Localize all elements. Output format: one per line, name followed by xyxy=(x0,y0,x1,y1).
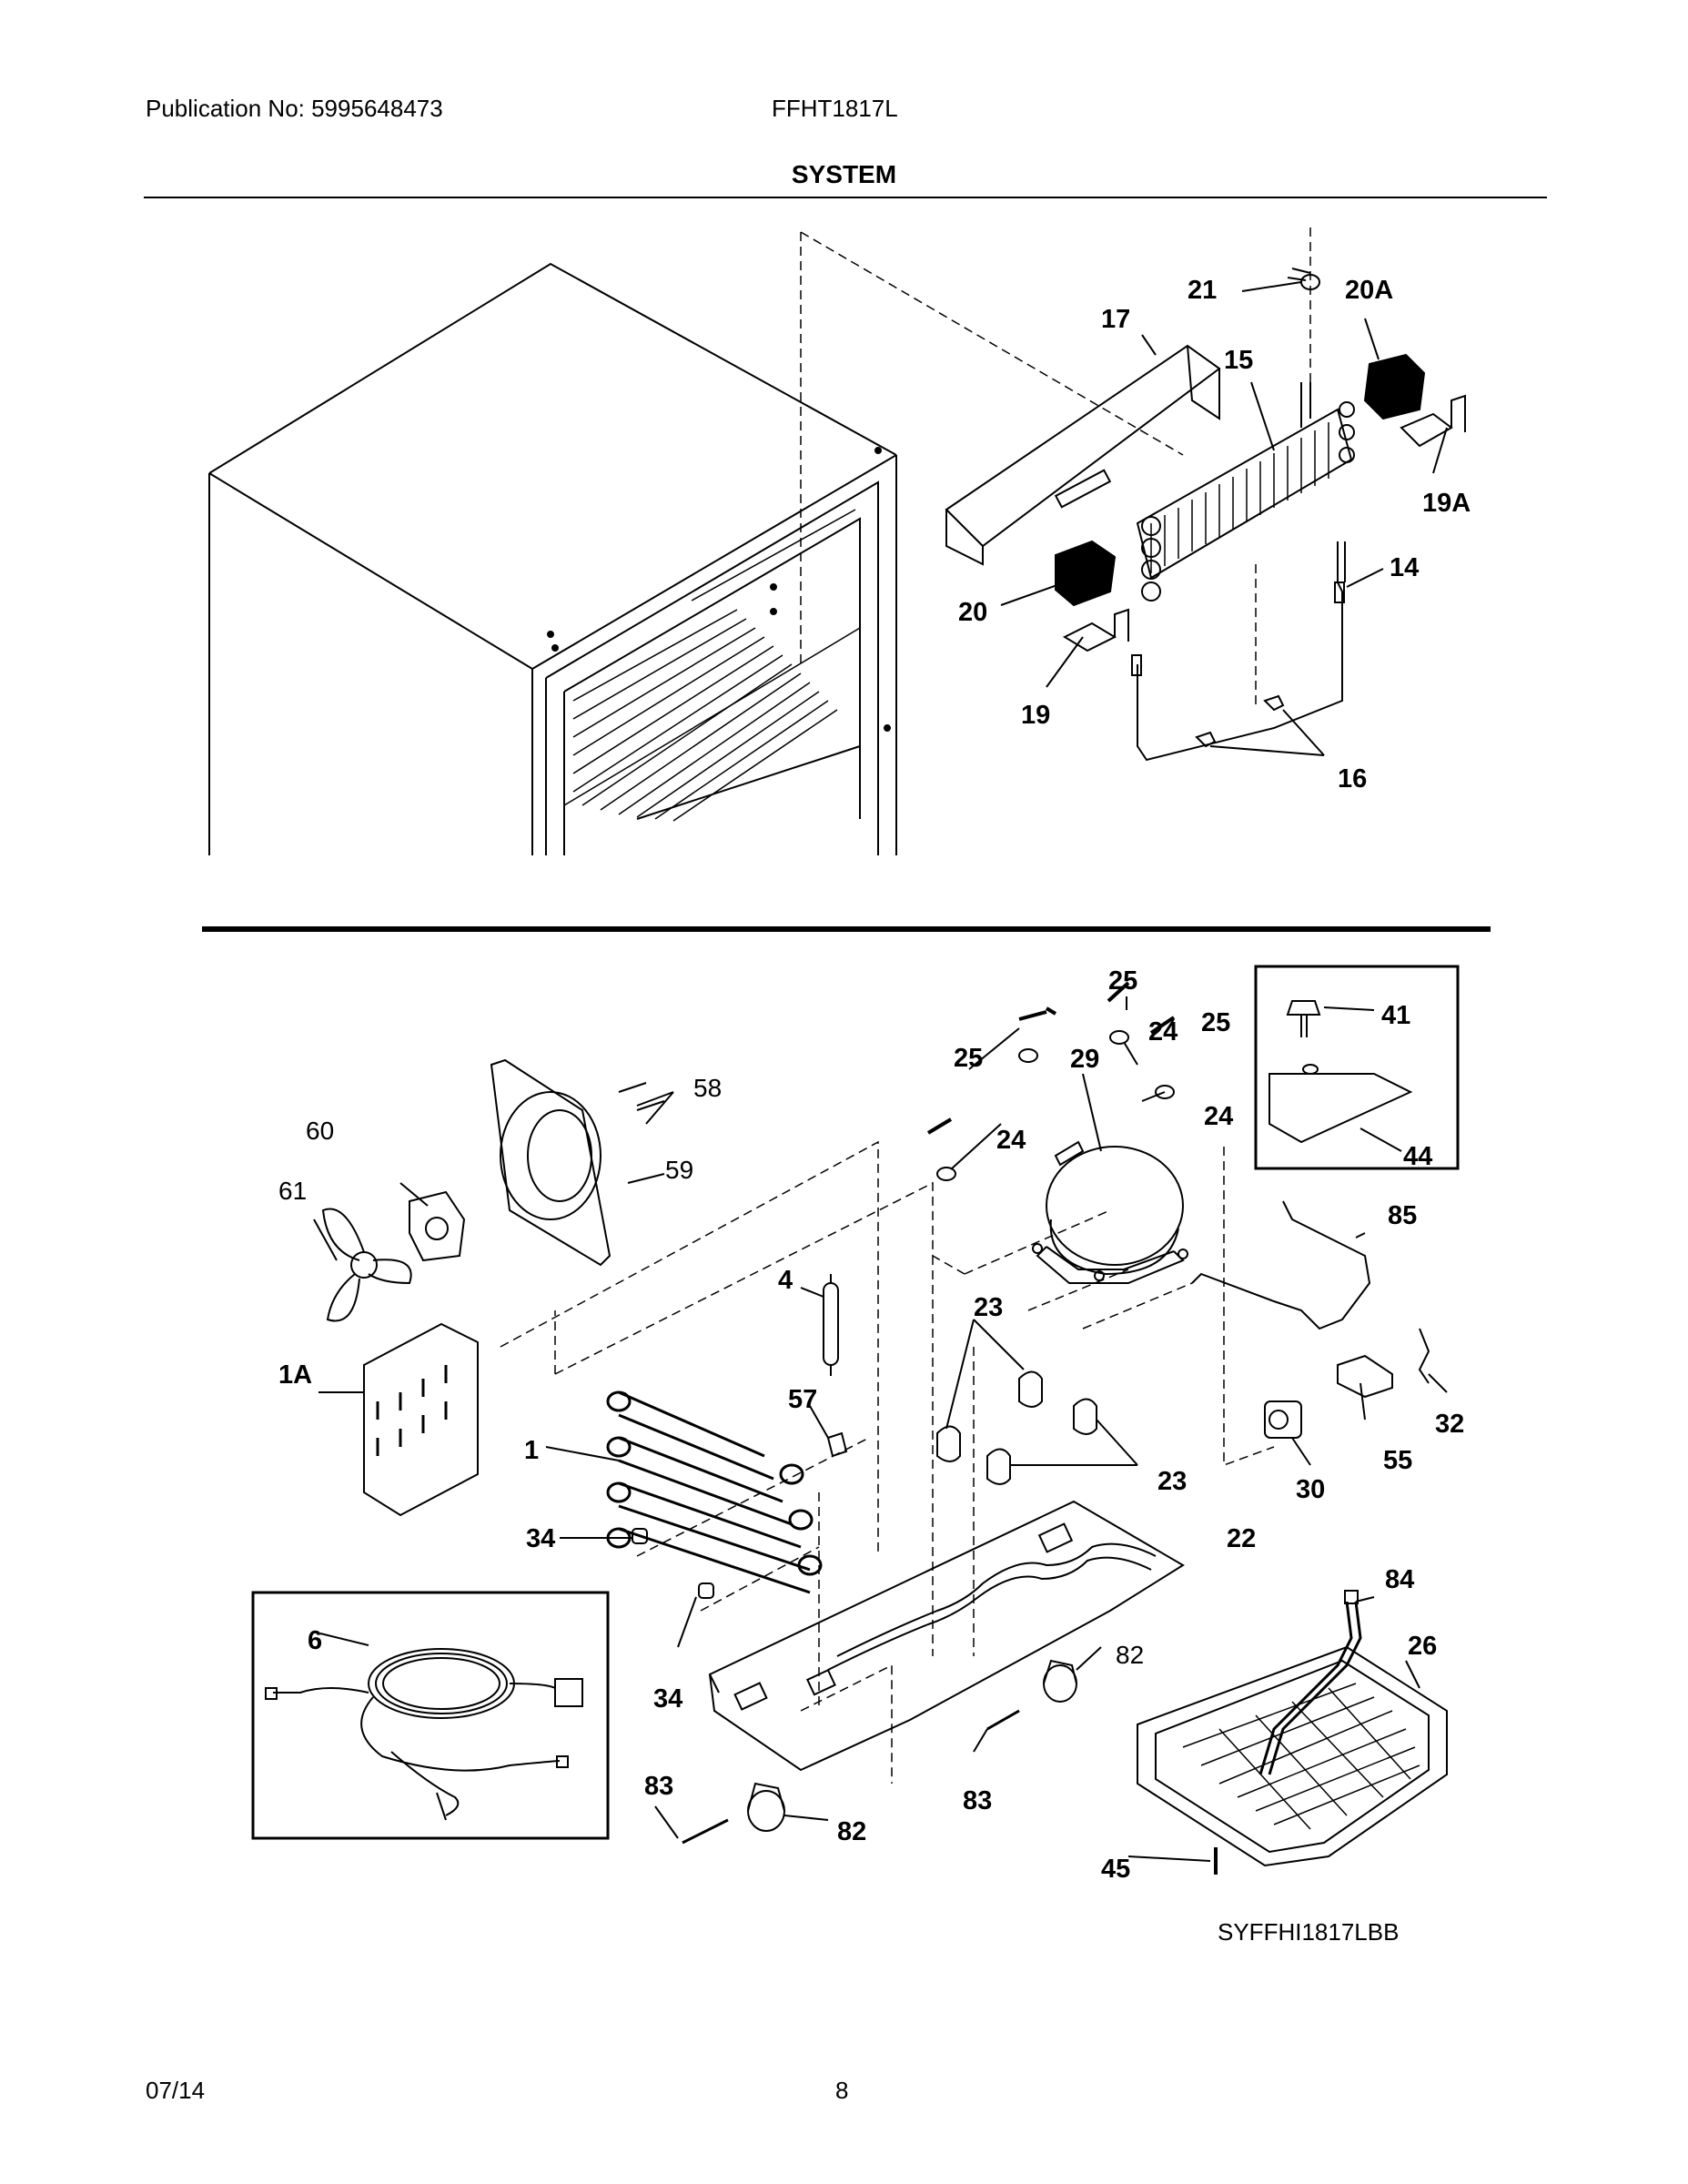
callout-60: 60 xyxy=(306,1117,334,1145)
refrigerator-cabinet-icon xyxy=(208,262,897,855)
callout-83-left: 83 xyxy=(644,1772,673,1801)
footer-date: 07/14 xyxy=(146,2077,206,2104)
callout-24-top: 24 xyxy=(1148,1017,1178,1046)
tube-25-icon xyxy=(1018,1006,1057,1021)
connector-32-icon xyxy=(1418,1328,1430,1384)
callout-1a: 1A xyxy=(278,1360,312,1390)
bracket-44-icon xyxy=(1269,1064,1413,1144)
callout-82-right: 82 xyxy=(1116,1641,1144,1669)
callout-25-left: 25 xyxy=(954,1044,983,1073)
callout-30: 30 xyxy=(1296,1475,1325,1504)
clip-16-icon xyxy=(1263,694,1285,712)
callout-19a: 19A xyxy=(1422,489,1471,518)
page-number: 8 xyxy=(835,2077,849,2104)
callout-25-top: 25 xyxy=(1108,966,1137,996)
section-title: SYSTEM xyxy=(791,160,897,188)
callout-83-right: 83 xyxy=(963,1786,992,1815)
grommet-23-icon xyxy=(936,1370,1097,1485)
washer-24-icon xyxy=(1155,1085,1175,1099)
tube-25-icon xyxy=(1149,1016,1176,1035)
evaporator-cover-icon xyxy=(945,344,1221,566)
condenser-panel-icon xyxy=(363,1322,479,1517)
callout-16: 16 xyxy=(1338,764,1367,794)
callout-4: 4 xyxy=(778,1266,793,1295)
callout-34-left: 34 xyxy=(526,1524,555,1553)
grommet-34-icon xyxy=(632,1528,648,1544)
foot-82-icon xyxy=(747,1659,1077,1832)
condenser-coil-icon xyxy=(606,1390,823,1594)
screw-41-icon xyxy=(1286,1000,1321,1037)
callout-84: 84 xyxy=(1385,1565,1414,1594)
diagram-code: SYFFHI1817LBB xyxy=(1218,1918,1399,1946)
callout-14: 14 xyxy=(1390,553,1419,582)
inset-box-bracket xyxy=(1254,965,1460,1170)
fan-blade-icon xyxy=(321,1208,412,1322)
relay-55-icon xyxy=(1337,1354,1393,1399)
callout-24-left: 24 xyxy=(996,1126,1026,1155)
washer-24-icon xyxy=(936,1167,956,1181)
overload-30-icon xyxy=(1264,1400,1302,1439)
tube-25-icon xyxy=(926,1117,953,1135)
screw-58-icon xyxy=(618,1082,665,1111)
callout-32: 32 xyxy=(1435,1410,1464,1439)
callout-44: 44 xyxy=(1403,1142,1432,1171)
insulation-block-20a-icon xyxy=(1363,353,1426,420)
washer-24-icon xyxy=(1018,1048,1038,1063)
section-divider xyxy=(202,926,1491,932)
callout-21: 21 xyxy=(1188,276,1217,305)
tube-25-icon xyxy=(1107,981,1130,1003)
bracket-19a-icon xyxy=(1400,394,1466,448)
grommet-34-icon xyxy=(698,1582,714,1599)
callout-25-right: 25 xyxy=(1201,1008,1230,1037)
clip-16-icon xyxy=(1195,731,1217,748)
model-number: FFHT1817L xyxy=(772,95,898,122)
callout-17: 17 xyxy=(1101,305,1130,334)
sensor-21-icon xyxy=(1287,268,1320,290)
callout-59: 59 xyxy=(665,1156,693,1184)
insulation-block-20-icon xyxy=(1055,540,1117,607)
inset-box-power-cord xyxy=(251,1591,610,1840)
defrost-heater-icon xyxy=(1131,541,1346,762)
callout-20: 20 xyxy=(958,598,987,627)
fan-motor-icon xyxy=(409,1190,466,1262)
callout-29: 29 xyxy=(1070,1045,1099,1074)
callout-34-bottom: 34 xyxy=(653,1684,682,1714)
callout-24-right: 24 xyxy=(1204,1102,1233,1131)
callout-61: 61 xyxy=(278,1177,307,1205)
callout-41: 41 xyxy=(1381,1001,1410,1030)
header-divider xyxy=(144,197,1547,198)
callout-82-bottom: 82 xyxy=(837,1817,866,1846)
clip-57-icon xyxy=(826,1431,848,1458)
callout-22: 22 xyxy=(1227,1524,1256,1553)
callout-1: 1 xyxy=(524,1436,539,1465)
tube-85-icon xyxy=(1191,1200,1371,1330)
callout-26: 26 xyxy=(1408,1632,1437,1661)
screw-83-icon xyxy=(682,1818,729,1845)
callout-85: 85 xyxy=(1388,1201,1417,1230)
power-cord-icon xyxy=(265,1648,583,1821)
callout-45: 45 xyxy=(1101,1855,1130,1884)
bracket-19-icon xyxy=(1062,608,1129,652)
drain-pan-icon xyxy=(1137,1590,1448,1867)
publication-number: Publication No: 5995648473 xyxy=(146,95,443,122)
callout-57: 57 xyxy=(788,1385,817,1414)
evaporator-coil-icon xyxy=(1136,382,1355,602)
screw-83-icon xyxy=(986,1709,1020,1731)
callout-55: 55 xyxy=(1383,1446,1412,1475)
fan-shroud-icon xyxy=(490,1058,612,1267)
callout-23-top: 23 xyxy=(974,1293,1003,1322)
compressor-icon xyxy=(1032,1140,1188,1284)
filter-drier-icon xyxy=(823,1274,839,1376)
callout-19: 19 xyxy=(1021,701,1050,730)
callout-23-bottom: 23 xyxy=(1157,1467,1187,1496)
callout-20a: 20A xyxy=(1345,276,1393,305)
compressor-base-icon xyxy=(708,1500,1185,1772)
callout-58: 58 xyxy=(693,1074,722,1102)
callout-6: 6 xyxy=(308,1626,322,1655)
callout-15: 15 xyxy=(1224,346,1253,375)
washer-24-icon xyxy=(1109,1030,1129,1045)
